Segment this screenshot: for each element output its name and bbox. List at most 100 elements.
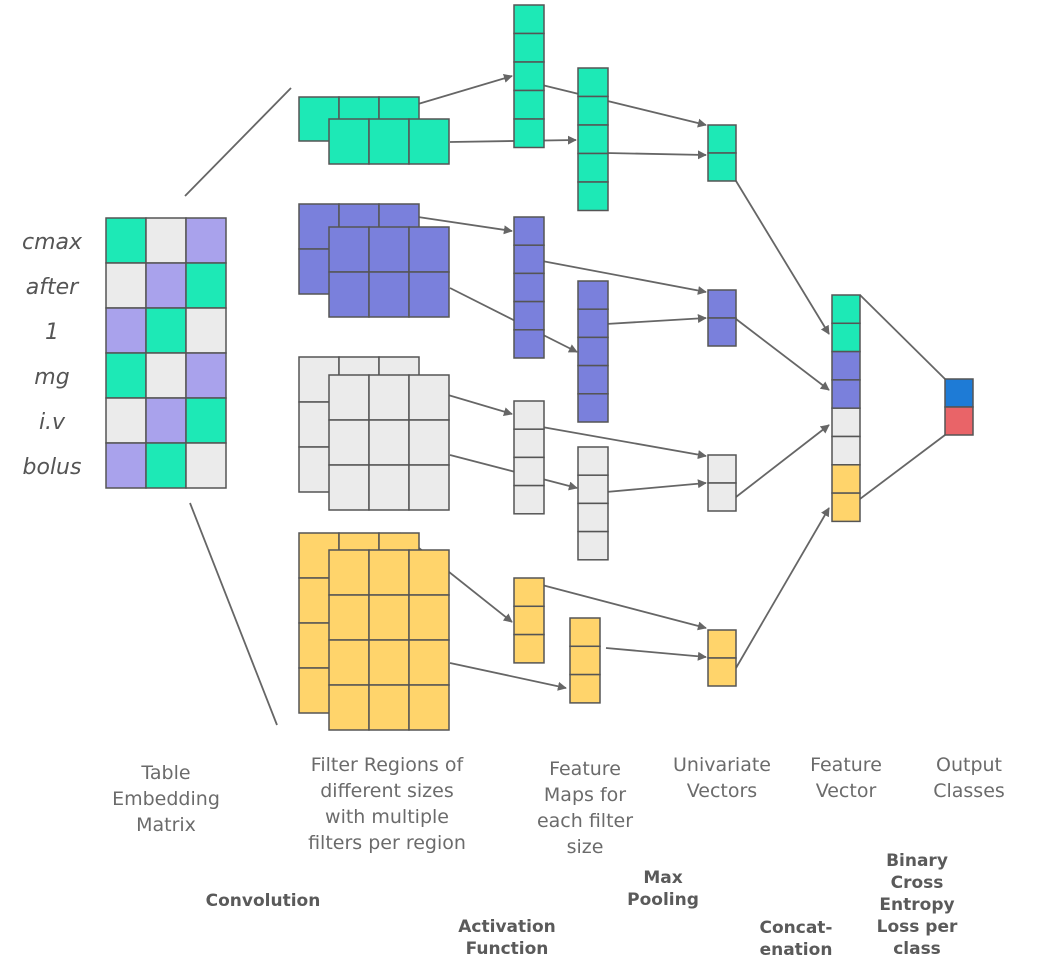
line-fv-to-output-top (859, 294, 946, 380)
caption-filters-line: filters per region (308, 832, 466, 854)
op-max-pooling-line: Pooling (627, 890, 699, 910)
feature-map-b-purple-cell (577, 308, 609, 339)
caption-embedding-line: Matrix (136, 814, 196, 836)
filter-region-front-light_gray-cell (408, 464, 450, 511)
embedding-cell (145, 262, 187, 309)
arrow-map-to-uv-purple-b (605, 313, 707, 325)
token-label: after (26, 275, 80, 300)
feature-map-a-light_gray-cell (513, 400, 545, 430)
op-max-pooling-line: Max (643, 868, 682, 888)
filter-region-front-yellow-cell (368, 594, 410, 641)
output-class-cell-blue (944, 378, 974, 408)
caption-output-classes-line: Classes (933, 780, 1005, 802)
filter-region-front-yellow-cell (368, 549, 410, 596)
feature-map-b-teal-cell (577, 181, 609, 212)
feature-map-b-teal-cell (577, 152, 609, 183)
univariate-vector-teal-cell (707, 124, 737, 154)
feature-vector-cell-yellow (831, 492, 861, 523)
embedding-cell (185, 397, 227, 444)
feature-map-b-teal-cell (577, 67, 609, 98)
feature-map-a-purple-cell (513, 300, 545, 331)
arrow-map-to-uv-purple-a (541, 260, 707, 295)
caption-feature-maps-line: Maps for (544, 784, 626, 806)
token-label: i.v (39, 410, 66, 435)
feature-vector-cell-teal (831, 322, 861, 353)
caption-univariate-line: Vectors (687, 780, 757, 802)
feature-map-a-purple-cell (513, 329, 545, 359)
embedding-cell (105, 217, 147, 264)
arrow-map-to-uv-teal-a (541, 84, 707, 128)
feature-map-b-light_gray-cell (577, 474, 609, 505)
connector-lines (184, 73, 946, 726)
op-activation-function-line: Activation (458, 917, 555, 937)
feature-map-b-yellow-cell (569, 617, 601, 648)
feature-map-b-yellow-cell (569, 673, 601, 704)
filter-region-front-purple-cell (368, 271, 410, 318)
embedding-cell (185, 217, 227, 264)
feature-map-a-teal-cell (513, 118, 545, 149)
feature-map-a-purple-cell (513, 244, 545, 275)
feature-map-a-yellow-cell (513, 577, 545, 608)
op-concatenation-line: enation (760, 940, 833, 960)
feature-map-a-teal-cell (513, 61, 545, 92)
op-loss-line: Loss per (877, 917, 958, 937)
embedding-cell (105, 352, 147, 399)
feature-map-a-light_gray-cell (513, 484, 545, 515)
filter-region-front-purple-cell (408, 271, 450, 318)
output-class-cell-red (944, 406, 974, 436)
diagram-shapes (105, 4, 974, 731)
caption-feature-maps-line: each filter (537, 810, 633, 832)
filter-region-front-light_gray-cell (328, 374, 370, 421)
arrow-uv-to-fv-purple (735, 318, 830, 391)
caption-output-classes-line: Output (936, 754, 1002, 776)
feature-map-b-purple-cell (577, 280, 609, 310)
feature-vector-cell-yellow (831, 464, 861, 494)
filter-region-front-yellow-cell (408, 549, 450, 596)
feature-vector-cell-purple (831, 350, 861, 381)
zoom-line-top (184, 87, 292, 197)
arrow-map-to-uv-teal-b (605, 150, 707, 160)
filter-region-front-yellow-cell (408, 684, 450, 731)
filter-region-front-yellow-cell (368, 684, 410, 731)
token-label: bolus (23, 455, 82, 480)
embedding-cell (185, 352, 227, 399)
op-loss-line: Cross (891, 873, 944, 893)
caption-univariate-line: Univariate (673, 754, 771, 776)
filter-region-front-light_gray-cell (408, 419, 450, 466)
token-label: 1 (45, 320, 59, 345)
filter-region-front-yellow-cell (328, 594, 370, 641)
filter-region-front-light_gray-cell (408, 374, 450, 421)
filter-region-front-purple-cell (408, 226, 450, 273)
caption-embedding-line: Table (140, 762, 190, 784)
univariate-vector-light_gray-cell (707, 454, 737, 484)
feature-map-b-light_gray-cell (577, 530, 609, 561)
embedding-cell (185, 262, 227, 309)
caption-filters-line: different sizes (320, 780, 453, 802)
filter-region-front-yellow-cell (328, 639, 370, 686)
caption-feature-vector-line: Vector (816, 780, 877, 802)
feature-map-b-teal-cell (577, 124, 609, 155)
arrow-map-to-uv-gray-b (605, 479, 707, 493)
op-concatenation: Concat-enation (760, 918, 833, 960)
filter-region-front-light_gray-cell (368, 464, 410, 511)
feature-map-b-purple-cell (577, 364, 609, 395)
feature-map-a-teal-cell (513, 89, 545, 120)
caption-filters-line: with multiple (325, 806, 449, 828)
feature-map-b-light_gray-cell (577, 502, 609, 533)
token-label: mg (34, 365, 69, 390)
embedding-cell (185, 307, 227, 354)
arrow-uv-to-fv-gray (735, 424, 830, 498)
feature-vector-cell-purple (831, 379, 861, 409)
feature-map-a-purple-cell (513, 272, 545, 303)
arrow-map-to-uv-yellow-b (605, 647, 707, 661)
caption-filters-line: Filter Regions of (311, 754, 465, 776)
filter-region-front-teal-cell (368, 118, 410, 165)
embedding-cell (145, 352, 187, 399)
caption-filters: Filter Regions of different sizes with mul… (308, 754, 466, 854)
univariate-vector-purple-cell (707, 317, 737, 347)
